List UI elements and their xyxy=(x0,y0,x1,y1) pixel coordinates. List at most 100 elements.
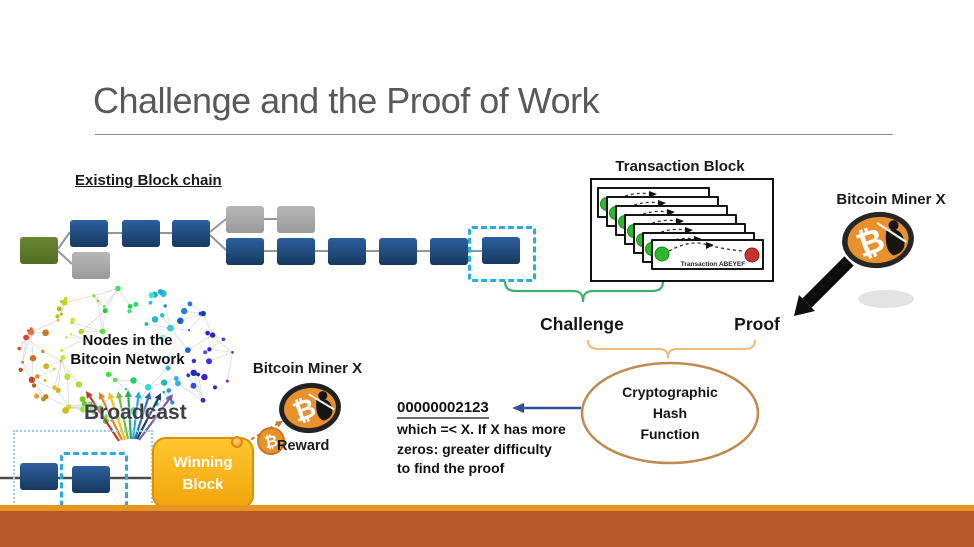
reward-label: Reward xyxy=(277,438,330,454)
network-node xyxy=(35,374,40,379)
network-node xyxy=(157,289,164,295)
chain-block xyxy=(379,238,417,265)
network-edge xyxy=(22,332,32,363)
network-node xyxy=(52,385,57,390)
broadcast-arrowhead xyxy=(134,391,142,399)
network-node xyxy=(56,306,62,312)
network-node xyxy=(127,309,132,314)
broadcast-arrowhead xyxy=(86,391,93,399)
network-edge xyxy=(97,300,103,332)
btc-symbol: ₿ xyxy=(263,431,280,452)
broadcast-arrowhead xyxy=(107,392,115,400)
miner-figure-icon xyxy=(316,391,333,421)
network-node xyxy=(105,371,112,378)
network-node xyxy=(190,369,197,376)
network-edge xyxy=(30,319,59,333)
network-edge xyxy=(84,331,103,340)
broadcast-arrow xyxy=(127,396,133,440)
network-node xyxy=(99,328,106,335)
network-node xyxy=(133,301,139,307)
network-node xyxy=(209,332,216,338)
network-edge xyxy=(147,367,169,388)
challenge-label: Challenge xyxy=(540,314,624,334)
network-edge xyxy=(57,390,69,407)
network-edge xyxy=(64,295,94,303)
title-underline xyxy=(95,134,893,135)
network-node xyxy=(159,313,165,318)
latest-block-highlight xyxy=(468,226,536,282)
broadcast-arrowhead xyxy=(166,394,173,402)
network-node xyxy=(70,317,76,323)
bitcoin-miner-coin-icon: ₿ xyxy=(842,211,914,269)
network-edge xyxy=(170,327,189,351)
network-edge xyxy=(61,338,86,351)
network-node xyxy=(29,355,37,362)
network-node xyxy=(64,373,71,381)
network-edge xyxy=(30,332,34,359)
network-node xyxy=(104,414,108,419)
network-node xyxy=(53,367,56,371)
bottom-bar-accent xyxy=(0,505,974,511)
network-node xyxy=(130,410,136,416)
network-edge xyxy=(22,362,33,380)
network-node xyxy=(130,377,137,384)
latest-block xyxy=(482,237,520,264)
network-node xyxy=(64,296,68,300)
network-node xyxy=(166,388,172,393)
broadcast-arrow xyxy=(88,396,120,442)
network-node xyxy=(198,311,203,316)
coin-shadow xyxy=(858,290,914,308)
broadcast-arrow xyxy=(118,397,130,440)
existing-blockchain-label: Existing Block chain xyxy=(75,172,222,189)
network-edge xyxy=(187,334,213,351)
network-node xyxy=(201,373,208,381)
network-node xyxy=(96,299,100,303)
network-edge xyxy=(81,310,106,332)
network-node xyxy=(59,359,63,363)
network-node xyxy=(127,304,133,309)
network-edge xyxy=(31,379,47,397)
network-node xyxy=(31,383,37,388)
network-node xyxy=(191,358,197,364)
network-edge xyxy=(54,360,62,388)
chain-block xyxy=(226,238,264,265)
network-node xyxy=(205,330,210,336)
reward-coin-icon: ₿ xyxy=(257,427,285,455)
hash-function-ellipse xyxy=(580,361,760,465)
broadcast-arrowhead xyxy=(124,390,132,398)
network-node xyxy=(167,324,174,332)
broadcast-arrowhead xyxy=(154,393,161,401)
network-node xyxy=(79,396,86,403)
network-edge xyxy=(202,313,213,336)
hash-output-value: 00000002123 xyxy=(397,399,489,419)
network-node xyxy=(166,355,171,361)
proof-arrow xyxy=(794,256,854,316)
challenge-brace xyxy=(503,280,665,303)
network-node xyxy=(41,349,45,354)
network-node xyxy=(181,307,188,315)
pickaxe-icon xyxy=(308,393,335,411)
network-node xyxy=(65,336,68,339)
winning-block-highlight xyxy=(60,452,128,510)
broadcast-arrow xyxy=(138,398,170,441)
network-node xyxy=(61,299,68,306)
network-node xyxy=(56,318,60,322)
network-node xyxy=(59,300,63,303)
transaction-block-label: Transaction Block xyxy=(615,158,745,175)
bitcoin-miner-coin-icon: ₿ xyxy=(279,382,341,434)
network-node xyxy=(144,322,149,326)
transaction-card-front: Transaction ABEYEF xyxy=(651,239,764,270)
network-node xyxy=(203,350,208,355)
orphan-block xyxy=(226,206,264,233)
network-edge xyxy=(147,387,163,411)
network-label: Nodes in the Bitcoin Network xyxy=(70,332,185,368)
network-edge xyxy=(226,352,233,382)
network-edge xyxy=(104,288,119,311)
network-node xyxy=(174,380,181,387)
network-edge xyxy=(93,295,105,307)
network-edge xyxy=(117,288,131,307)
network-edge xyxy=(25,337,44,352)
network-node xyxy=(163,304,167,308)
hash-output-arrow xyxy=(512,403,581,413)
